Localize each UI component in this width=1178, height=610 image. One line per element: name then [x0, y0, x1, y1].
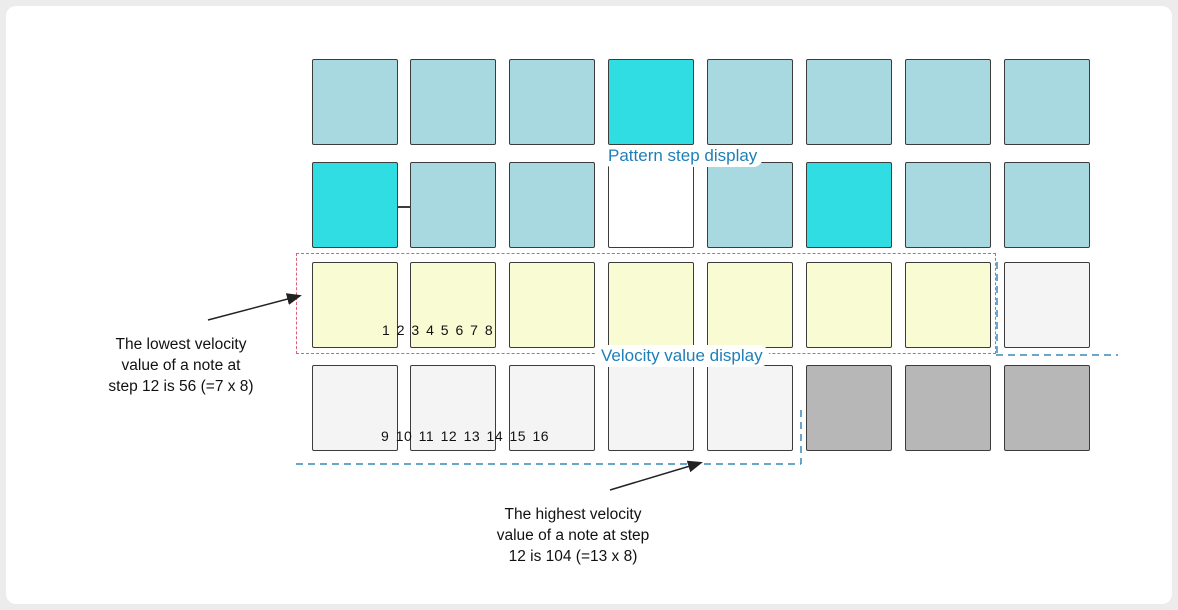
pad-r2-c2 [410, 162, 496, 248]
pad-r1-c8 [1004, 59, 1090, 145]
caption-line: 12 is 104 (=13 x 8) [508, 548, 638, 565]
pattern-step-display-label: Pattern step display [602, 145, 764, 167]
pad-r4-c6 [806, 365, 892, 451]
step-number: 11 [418, 428, 435, 444]
step-number: 10 [395, 428, 413, 444]
caption-line: value of a note at [121, 357, 241, 374]
velocity-value-display-label: Velocity value display [595, 345, 769, 367]
pad-r4-c5 [707, 365, 793, 451]
pad-r4-c1 [312, 365, 398, 451]
step-number: 7 [470, 322, 479, 338]
pad-r1-c4 [608, 59, 694, 145]
pad-r1-c6 [806, 59, 892, 145]
step-numbers-1-8: 1 2 3 4 5 6 7 8 [382, 322, 495, 338]
step-numbers-9-16: 9 10 11 12 13 14 15 16 [381, 428, 551, 444]
pad-r3-c1 [312, 262, 398, 348]
pad-r3-c8 [1004, 262, 1090, 348]
pad-r3-c4 [608, 262, 694, 348]
pad-r2-c6 [806, 162, 892, 248]
pad-r4-c7 [905, 365, 991, 451]
pad-r2-c8 [1004, 162, 1090, 248]
pad-r3-c6 [806, 262, 892, 348]
step-number: 9 [381, 428, 390, 444]
step-number: 2 [396, 322, 405, 338]
highest-velocity-caption: The highest velocity value of a note at … [453, 504, 693, 567]
step-number: 1 [382, 322, 391, 338]
pad-r4-c3 [509, 365, 595, 451]
pad-r2-c7 [905, 162, 991, 248]
step-number: 14 [486, 428, 504, 444]
pad-r2-c1 [312, 162, 398, 248]
step-number: 8 [484, 322, 494, 338]
pad-r1-c1 [312, 59, 398, 145]
caption-line: value of a note at step [496, 527, 650, 544]
pad-r3-c3 [509, 262, 595, 348]
step-number: 4 [426, 322, 435, 338]
caption-line: The lowest velocity [115, 336, 247, 353]
pad-r1-c7 [905, 59, 991, 145]
arrow-highest [609, 460, 703, 491]
step-number: 5 [440, 322, 450, 338]
step-number: 3 [411, 322, 420, 338]
step-number: 16 [532, 428, 550, 444]
pad-r2-c3 [509, 162, 595, 248]
caption-line: The highest velocity [504, 506, 642, 523]
connector-tick [398, 206, 410, 208]
lowest-velocity-caption: The lowest velocity value of a note at s… [66, 334, 296, 397]
pad-r3-c7 [905, 262, 991, 348]
pad-r1-c5 [707, 59, 793, 145]
caption-line: step 12 is 56 (=7 x 8) [108, 378, 254, 395]
step-number: 13 [463, 428, 481, 444]
step-number: 15 [509, 428, 527, 444]
pad-r1-c2 [410, 59, 496, 145]
pad-r1-c3 [509, 59, 595, 145]
pad-r4-c2 [410, 365, 496, 451]
step-number: 12 [440, 428, 458, 444]
pad-r3-c2 [410, 262, 496, 348]
step-number: 6 [455, 322, 464, 338]
arrow-lowest [207, 293, 302, 321]
pad-r4-c8 [1004, 365, 1090, 451]
pad-r2-c4 [608, 162, 694, 248]
